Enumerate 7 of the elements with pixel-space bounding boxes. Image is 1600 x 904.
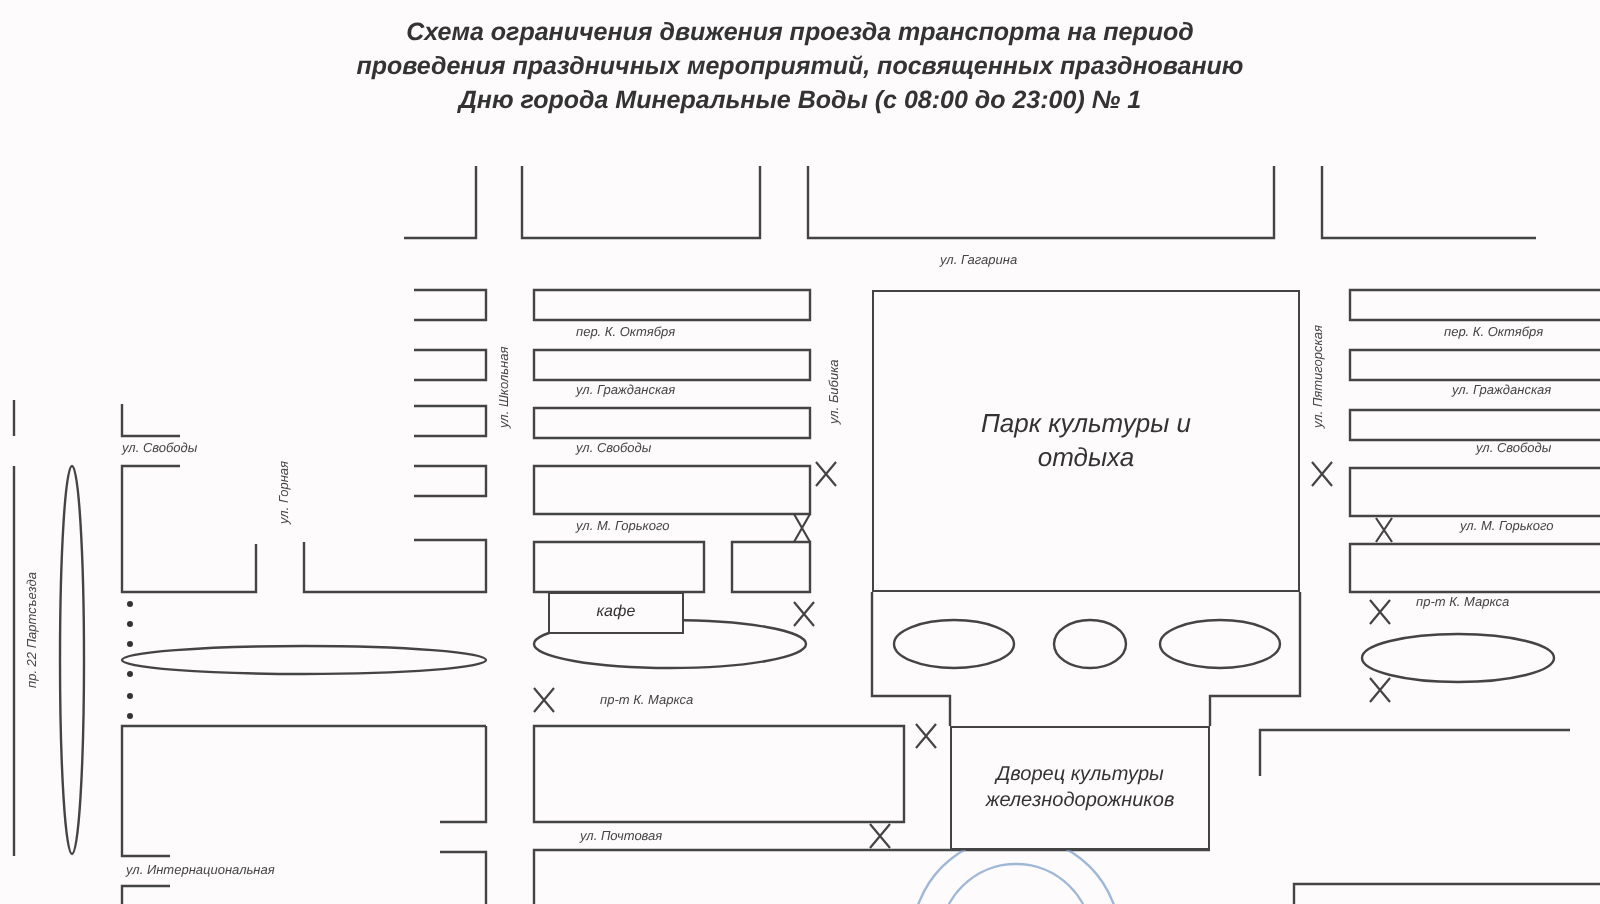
park-area bbox=[872, 290, 1300, 592]
building-box bbox=[950, 726, 1210, 850]
building-box bbox=[548, 592, 684, 634]
title: Схема ограничения движения проезда транспорта на период проведения праздничных мероприятий, посвященных празднованию Дню города Минеральные Воды (с 08:00 до 23:00) № 1 bbox=[354, 16, 1246, 118]
place-name: кафе bbox=[596, 602, 636, 624]
place-name: Парк культуры и отдыха bbox=[979, 407, 1193, 475]
place-name: Дворец культуры железнодорожников bbox=[983, 762, 1177, 814]
